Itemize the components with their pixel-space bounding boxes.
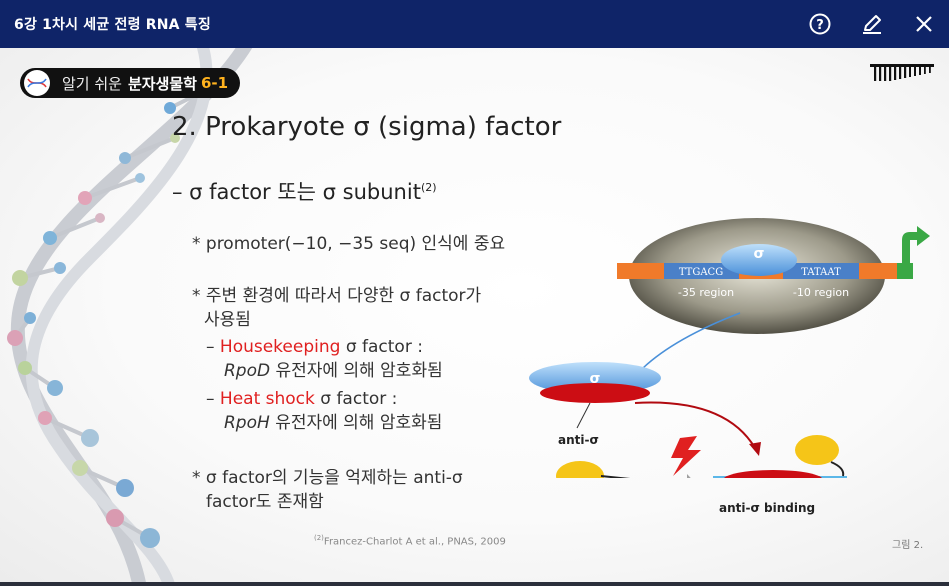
- right-enzyme-tail: [830, 461, 845, 477]
- heat-shock-lightning-icon: [671, 436, 701, 476]
- left-enzyme-tail: [600, 475, 641, 481]
- slide-heading: 2. Prokaryote σ (sigma) factor: [172, 112, 562, 142]
- window-title: 6강 1차시 세균 전령 RNA 특징: [14, 17, 211, 33]
- anti-sigma-label: anti-σ: [558, 433, 599, 447]
- heatshock-item: – Heat shock σ factor : RpoH 유전자에 의해 암호화…: [206, 387, 442, 435]
- heatshock-rest: σ factor :: [314, 389, 398, 409]
- reference-number: (2): [314, 534, 324, 542]
- badge-bold-text: 분자생물학: [127, 74, 197, 93]
- bullet-anti-sigma: * σ factor의 기능을 억제하는 anti-σ factor도 존재함: [192, 466, 463, 514]
- window-title-bar: 6강 1차시 세균 전령 RNA 특징 ?: [0, 0, 949, 48]
- slide-subheading: – σ factor 또는 σ subunit(2): [172, 176, 437, 206]
- binding-arrow: [634, 401, 756, 449]
- dna-logo-icon: [24, 70, 50, 96]
- course-badge: 알기 쉬운 분자생물학 6-1: [20, 68, 241, 98]
- reference-citation: (2)Francez-Charlot A et al., PNAS, 2009: [314, 534, 506, 547]
- bullet-environment-line2: 사용됨: [204, 310, 251, 330]
- brand-logo-icon: [870, 64, 934, 81]
- housekeeping-label: Housekeeping: [219, 337, 341, 357]
- housekeeping-rest: σ factor :: [340, 337, 423, 357]
- edit-button[interactable]: [858, 10, 886, 38]
- transition-arrow-icon: [665, 474, 701, 504]
- anti-sigma-binding-label: anti-σ binding: [719, 501, 816, 515]
- gene-start-block: [897, 263, 913, 279]
- box-35-label: TTGACG: [679, 267, 723, 278]
- lecture-slide: 알기 쉬운 분자생물학 6-1 2. Prokaryote σ (sigma) …: [0, 48, 949, 582]
- bullet-environment-line1: * 주변 환경에 따라서 다양한 σ factor가: [192, 286, 482, 306]
- close-icon: [916, 16, 932, 32]
- box-10: [783, 263, 859, 279]
- bound-sigma-label: σ: [754, 246, 765, 262]
- dna-helix-illustration: [7, 48, 253, 582]
- transcription-arrow-icon: [902, 226, 930, 263]
- right-enzyme-shape: [795, 435, 839, 465]
- bullet-promoter: * promoter(−10, −35 seq) 인식에 중요: [192, 234, 506, 254]
- help-button[interactable]: ?: [806, 10, 834, 38]
- close-button[interactable]: [910, 10, 938, 38]
- rpoh-rest: 유전자에 의해 암호화됨: [269, 413, 443, 433]
- right-anti-sigma-shape: [723, 470, 823, 490]
- box-35: [664, 263, 739, 279]
- figure-label: 그림 2.: [892, 540, 924, 551]
- region-35-label: -35 region: [678, 286, 734, 299]
- badge-number: 6-1: [200, 74, 229, 92]
- rpod-gene: RpoD: [224, 361, 271, 381]
- help-icon: ?: [809, 13, 831, 35]
- heatshock-dash: –: [206, 389, 220, 409]
- badge-light-text: 알기 쉬운: [62, 74, 122, 93]
- bullet-environment: * 주변 환경에 따라서 다양한 σ factor가 사용됨: [192, 284, 481, 332]
- free-sigma-label: σ: [590, 371, 601, 387]
- rpoh-gene: RpoH: [224, 413, 270, 433]
- subheading-reference: (2): [420, 181, 437, 194]
- sigma-factor-diagram: σ TTGACG TATAAT -35 region -10 region σ: [525, 218, 935, 515]
- region-10-label: -10 region: [793, 286, 849, 299]
- pencil-icon: [863, 15, 881, 34]
- housekeeping-item: – Housekeeping σ factor : RpoD 유전자에 의해 암…: [206, 335, 443, 383]
- window-bottom-edge: [0, 582, 949, 586]
- reference-text: Francez-Charlot A et al., PNAS, 2009: [323, 536, 506, 548]
- anti-sigma-pointer: [576, 402, 591, 429]
- rpod-rest: 유전자에 의해 암호화됨: [270, 361, 443, 381]
- housekeeping-dash: –: [206, 337, 220, 357]
- bullet-anti-sigma-line2: factor도 존재함: [206, 492, 324, 512]
- binding-arrow-head-icon: [749, 442, 761, 456]
- box-10-label: TATAAT: [801, 267, 841, 278]
- svg-text:?: ?: [816, 18, 824, 33]
- bound-sigma-shape: [721, 244, 797, 276]
- heatshock-label: Heat shock: [219, 389, 315, 409]
- anti-sigma-shape: [540, 383, 650, 403]
- sigma-connector-line: [642, 312, 741, 369]
- subheading-text: – σ factor 또는 σ subunit: [172, 180, 421, 204]
- bullet-anti-sigma-line1: * σ factor의 기능을 억제하는 anti-σ: [192, 468, 463, 488]
- left-enzyme-shape: [556, 461, 604, 491]
